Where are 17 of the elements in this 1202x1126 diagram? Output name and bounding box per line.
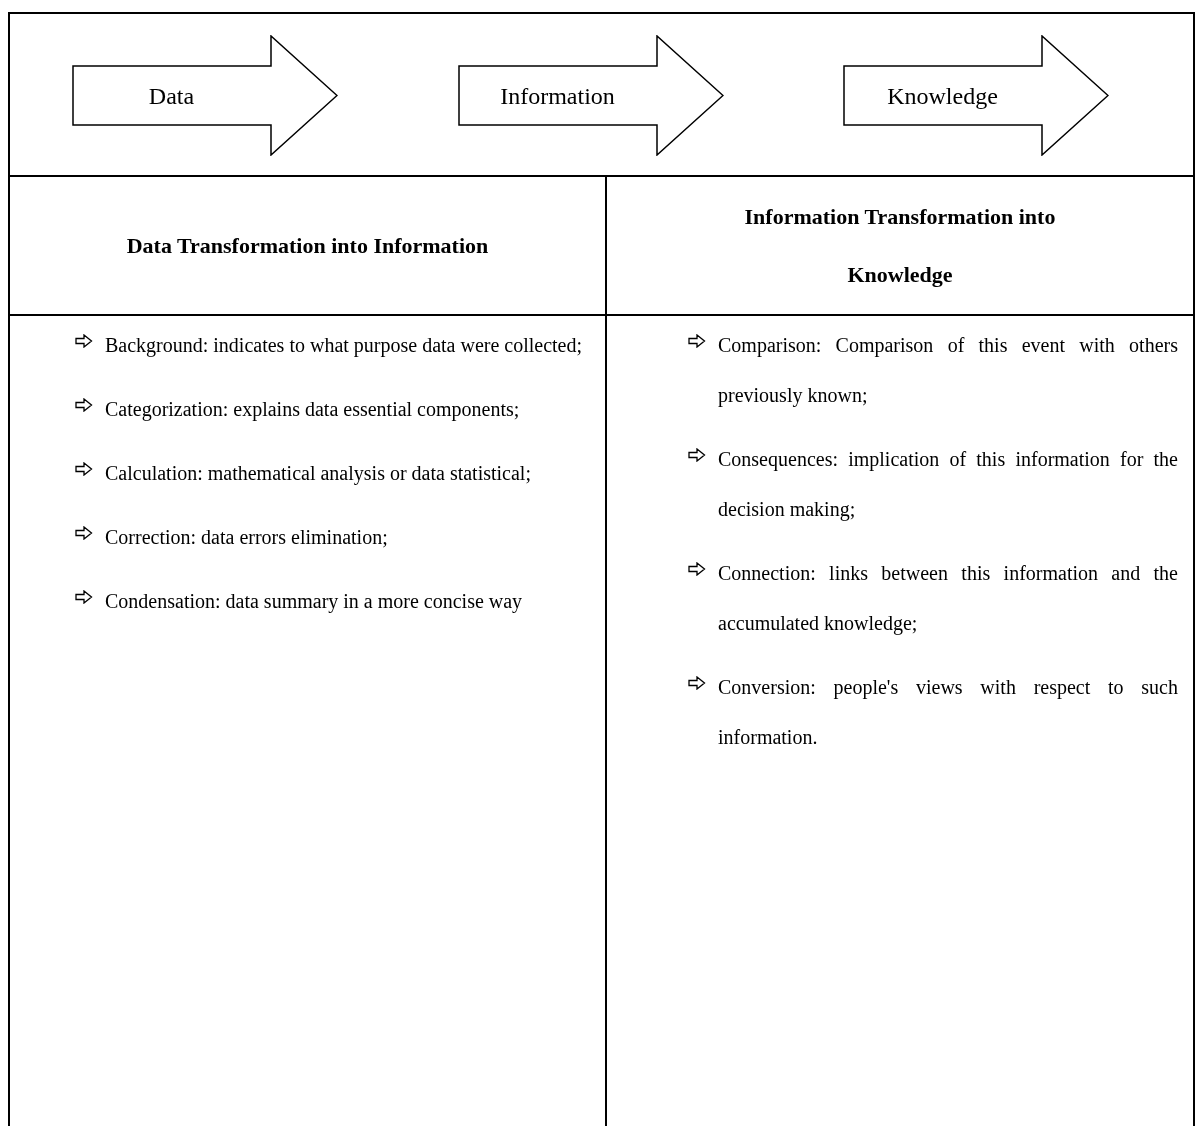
bullet-text: Condensation: data summary in a more concise way <box>105 589 523 615</box>
column-header: Data Transformation into Information <box>126 232 489 260</box>
block-arrow <box>72 35 338 156</box>
bullet-text: Correction: data errors elimination; <box>105 525 388 550</box>
bullet-text: Background: indicates to what purpose data were collected; <box>105 333 583 359</box>
bullet-text: Comparison: Comparison of this event with others previously known; <box>718 333 1178 409</box>
arrow-label: Information <box>500 81 615 111</box>
bullet-text: Consequences: implication of this information for the decision making; <box>718 447 1178 523</box>
arrow-label: Data <box>148 81 195 111</box>
bullet-text: Conversion: people's views with respect to such information. <box>718 675 1178 750</box>
bullet-text: Categorization: explains data essential components; <box>105 397 520 423</box>
column-header: Information Transformation into Knowledge <box>743 202 1057 289</box>
bullet-text: Connection: links between this information and the accumulated knowledge; <box>718 561 1178 637</box>
bullet-text: Calculation: mathematical analysis or data statistical; <box>105 461 531 487</box>
block-arrow <box>458 35 724 156</box>
arrow-label: Knowledge <box>887 81 998 111</box>
block-arrow <box>843 35 1109 156</box>
